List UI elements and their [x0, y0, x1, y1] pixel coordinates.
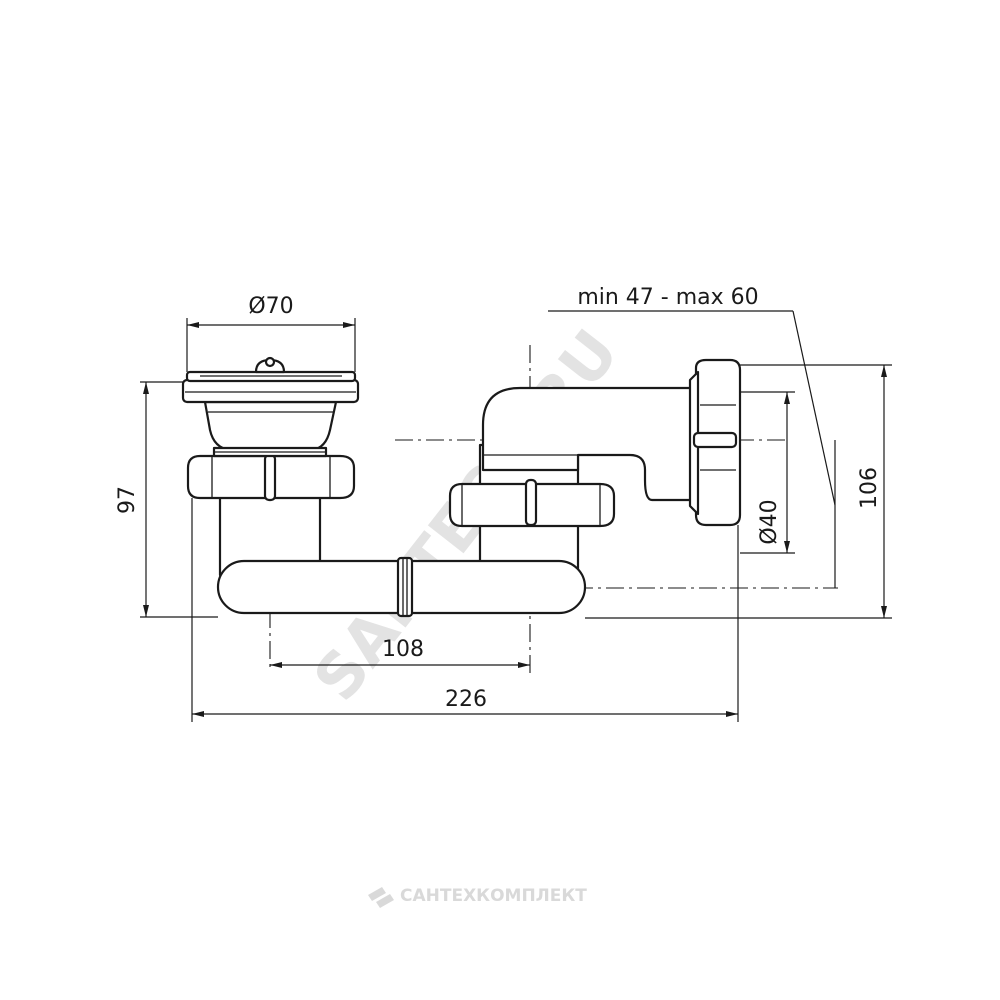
siphon-body [181, 356, 742, 618]
dim-overall-length: 226 [445, 687, 487, 712]
overflow-bend-pipe [481, 386, 702, 502]
pipe-coupling-ring [396, 556, 414, 618]
dim-strainer-diameter: Ø70 [248, 294, 293, 319]
dim-outlet-diameter: Ø40 [757, 499, 782, 544]
watermark-bottom: САНТЕХКОМПЛЕКТ [400, 886, 587, 906]
dimension-lines [140, 310, 892, 722]
dim-center-distance: 108 [382, 637, 424, 662]
strainer-tail [203, 400, 338, 452]
dimension-labels: Ø70 min 47 - max 60 97 106 Ø40 108 226 [115, 285, 882, 712]
dim-right-height: 106 [857, 467, 882, 509]
watermark-logo-icon [368, 887, 394, 908]
dim-left-height: 97 [115, 486, 140, 514]
strainer-flange [181, 378, 360, 404]
dim-adjust-range: min 47 - max 60 [577, 285, 758, 310]
